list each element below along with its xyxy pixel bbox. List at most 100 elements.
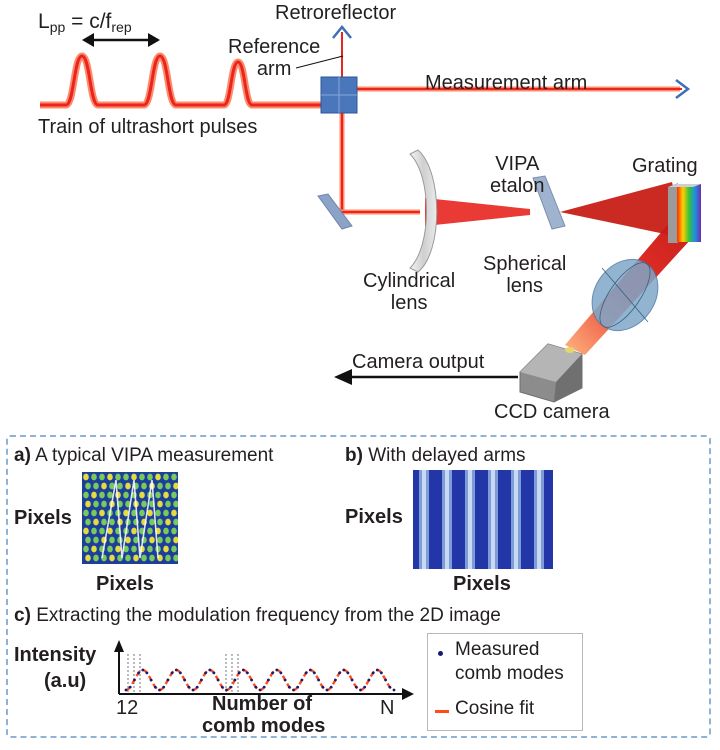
measured-comb-mode-point: [258, 688, 262, 692]
vipa-etalon-label: VIPA etalon: [490, 153, 545, 197]
measured-comb-mode-point: [145, 671, 149, 675]
measured-comb-mode-point: [287, 685, 291, 689]
measured-comb-mode-point: [128, 685, 132, 689]
measured-comb-mode-point: [124, 688, 128, 692]
lpp-label: Lpp = c/frep: [38, 10, 132, 35]
panel-a-x-axis-label: Pixels: [96, 573, 154, 595]
panel-b-title: b) With delayed arms: [345, 445, 526, 466]
measured-comb-mode-point: [375, 668, 379, 672]
spherical-lens-label: Spherical lens: [483, 253, 567, 297]
x-tick-end: N: [380, 697, 395, 719]
measured-comb-mode-point: [279, 671, 283, 675]
measurement-arm-arrowhead: [675, 79, 691, 99]
measured-comb-mode-point: [237, 671, 241, 675]
measured-comb-modes-marker: [438, 651, 443, 656]
measured-comb-mode-point: [225, 688, 228, 692]
spherical-lens-icon: [591, 258, 659, 332]
measured-comb-mode-point: [233, 678, 237, 682]
panel-a-image: [82, 472, 178, 564]
measured-comb-mode-point: [380, 671, 383, 675]
measured-comb-mode-point: [162, 685, 166, 689]
cylindrical-lens-label: Cylindrical lens: [363, 270, 456, 314]
ccd-camera-label: CCD camera: [494, 401, 610, 423]
train-of-pulses-label: Train of ultrashort pulses: [38, 116, 258, 138]
legend-measured-line1: Measured: [455, 639, 540, 660]
measured-comb-mode-point: [300, 678, 304, 682]
measured-comb-mode-point: [183, 678, 186, 682]
measured-comb-mode-point: [338, 671, 341, 675]
measured-comb-mode-point: [346, 671, 350, 675]
measured-comb-mode-point: [250, 678, 254, 682]
measured-comb-mode-point: [388, 685, 392, 689]
measured-comb-mode-point: [275, 668, 279, 672]
measured-comb-mode-point: [371, 671, 375, 675]
retroreflector-arrowhead: [332, 25, 352, 39]
measured-comb-mode-point: [133, 678, 136, 682]
focused-beam: [425, 198, 530, 226]
vipa-etalon-icon: [532, 175, 566, 230]
grating-label: Grating: [632, 155, 698, 177]
measured-comb-mode-point: [359, 688, 362, 692]
results-panel: [6, 435, 711, 738]
reference-arm-label: Reference arm: [228, 36, 321, 80]
measured-comb-mode-point: [367, 678, 371, 682]
reference-arm-leader: [295, 55, 344, 69]
diverging-beam: [560, 182, 684, 238]
measured-comb-mode-point: [313, 671, 316, 675]
measured-comb-mode-point: [254, 685, 258, 689]
measured-comb-mode-point: [354, 685, 358, 689]
measured-comb-mode-point: [216, 678, 220, 682]
plot-legend: Measured comb modes Cosine fit: [427, 633, 583, 731]
measured-comb-mode-point: [321, 685, 325, 689]
measured-comb-mode-point: [296, 685, 300, 689]
measured-comb-mode-point: [166, 678, 170, 682]
measured-comb-mode-point: [350, 678, 354, 682]
measured-comb-mode-point: [317, 678, 320, 682]
beam-splitter-icon: [320, 76, 358, 114]
measured-comb-mode-point: [200, 678, 203, 682]
panel-b-image: [413, 470, 553, 569]
panel-a-y-axis-label: Pixels: [14, 507, 72, 529]
measured-comb-mode-point: [267, 678, 270, 682]
measured-comb-mode-point: [179, 671, 182, 675]
measurement-arm-label: Measurement arm: [425, 72, 588, 94]
measured-comb-mode-point: [220, 685, 224, 689]
legend-measured-line2: comb modes: [455, 663, 564, 684]
panel-c-plot: [114, 640, 414, 700]
cosine-fit-curve: [125, 668, 395, 692]
x-axis-label: Number of comb modes: [202, 693, 326, 737]
cylindrical-lens-icon: [409, 149, 438, 273]
measured-comb-mode-point: [334, 678, 337, 682]
measured-comb-mode-point: [137, 671, 140, 675]
measured-comb-mode-point: [325, 688, 329, 692]
measured-comb-mode-point: [308, 668, 312, 672]
measured-comb-mode-point: [384, 678, 387, 682]
y-axis-label-unit: (a.u): [44, 670, 87, 692]
ccd-camera-icon: [519, 343, 583, 403]
panel-c-title: c) Extracting the modulation frequency f…: [14, 605, 501, 626]
y-axis-label-intensity: Intensity: [14, 644, 97, 666]
measured-comb-mode-point: [187, 685, 191, 689]
measured-comb-mode-point: [246, 671, 249, 675]
measured-comb-mode-point: [170, 671, 174, 675]
measured-comb-mode-point: [212, 671, 216, 675]
panel-b-y-axis-label: Pixels: [345, 506, 403, 528]
measured-comb-mode-point: [174, 668, 178, 672]
measured-comb-mode-point: [271, 671, 274, 675]
measured-comb-mode-point: [262, 685, 266, 689]
x-tick-start: 12: [116, 697, 139, 719]
optical-setup: [40, 25, 701, 403]
lpp-double-arrow: [82, 33, 160, 47]
retroreflector-label: Retroreflector: [275, 2, 397, 24]
measured-comb-mode-point: [292, 688, 295, 692]
camera-output-arrow: [334, 369, 518, 385]
measured-comb-mode-point: [191, 688, 195, 692]
panel-a-title: a) A typical VIPA measurement: [14, 445, 274, 466]
panel-b-x-axis-label: Pixels: [453, 573, 511, 595]
measured-comb-mode-point: [229, 685, 233, 689]
measured-comb-mode-point: [342, 668, 346, 672]
measured-comb-mode-point: [204, 671, 207, 675]
cosine-fit-marker: [435, 710, 449, 713]
measured-comb-mode-point: [241, 668, 245, 672]
